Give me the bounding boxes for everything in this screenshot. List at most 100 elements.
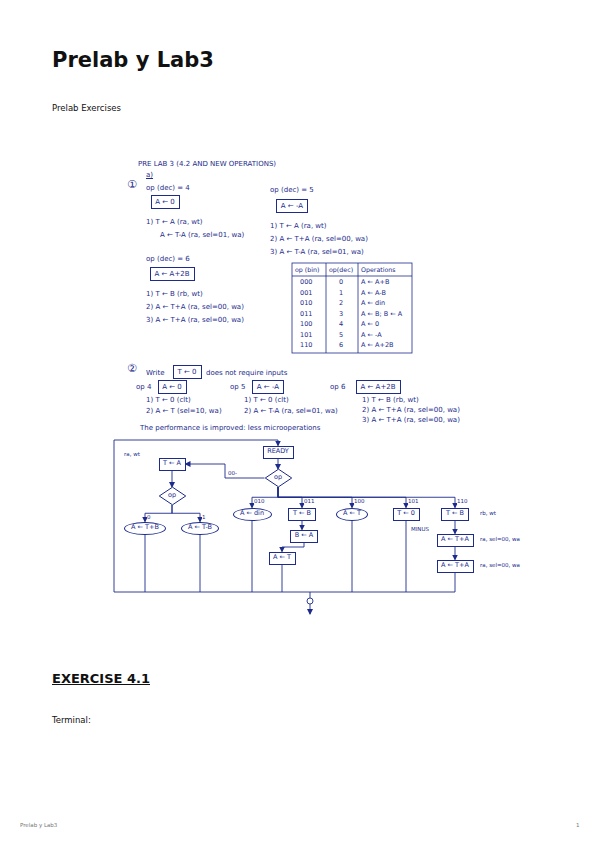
label-text: Write bbox=[146, 369, 164, 377]
flow-connector bbox=[278, 459, 279, 470]
node-text: T ← B bbox=[293, 510, 311, 517]
label-text: ra, wt bbox=[124, 451, 140, 457]
label-text: 2) A ← T+A (ra, sel=00, wa) bbox=[270, 235, 368, 243]
label-text: A ← B; B ← A bbox=[361, 311, 402, 318]
label-text: 4 bbox=[339, 321, 343, 328]
node-text: A ← A+2B bbox=[360, 383, 395, 391]
label-text: 101 bbox=[300, 332, 312, 339]
label-text: 2) A ← T-A (ra, sel=01, wa) bbox=[244, 407, 338, 415]
terminal-oval: A ← T-B bbox=[181, 522, 219, 535]
edge-label: 00- bbox=[228, 470, 237, 476]
node-text: A ← 0 bbox=[155, 198, 175, 206]
label-text: 1 bbox=[339, 290, 343, 297]
label-text: 2) A ← T+A (ra, sel=00, wa) bbox=[362, 406, 460, 414]
node-text: B ← A bbox=[295, 532, 313, 539]
label-text: op (dec) = 4 bbox=[146, 184, 190, 192]
label-text: A ← din bbox=[361, 300, 385, 307]
label-text: ② bbox=[127, 363, 137, 376]
merge-line bbox=[282, 565, 283, 593]
label-text: 2) A ← T (sel=10, wa) bbox=[146, 407, 222, 415]
label-text: The performance is improved: less microo… bbox=[140, 424, 320, 432]
edge-label: 100 bbox=[354, 498, 365, 504]
node-text: READY bbox=[267, 448, 289, 455]
label-text: 1) T ← B (rb, wt) bbox=[362, 396, 419, 404]
label-text: 0 bbox=[339, 279, 343, 286]
label-text: a) bbox=[146, 171, 153, 179]
label-text: 2) A ← T+A (ra, sel=00, wa) bbox=[146, 303, 244, 311]
label-text: op (bin) bbox=[295, 266, 320, 273]
label-text: op 4 bbox=[136, 383, 151, 391]
label-text: A ← -A bbox=[361, 332, 382, 339]
merge-drop bbox=[310, 592, 311, 598]
process-box: A ← T bbox=[269, 552, 296, 565]
flow-connector bbox=[252, 487, 278, 508]
label-text: 1) T ← A (ra, wt) bbox=[146, 218, 203, 226]
edge-label: 1 bbox=[202, 514, 206, 520]
flow-connector bbox=[302, 521, 303, 530]
label-text: op 6 bbox=[330, 383, 345, 391]
label-text: op 5 bbox=[230, 383, 245, 391]
loop-back-line bbox=[114, 440, 278, 592]
merge-line bbox=[252, 521, 253, 593]
label-text: A ← 0 bbox=[361, 321, 379, 328]
label-text: EXERCISE 4.1 bbox=[52, 672, 150, 687]
merge-line bbox=[145, 535, 146, 593]
edge-label: 110 bbox=[457, 498, 468, 504]
label-text: Operations bbox=[361, 266, 396, 273]
label-text: op(dec) bbox=[329, 266, 353, 273]
label-text: 1) T ← B (rb, wt) bbox=[146, 290, 203, 298]
merge-bus bbox=[145, 592, 455, 593]
node-text: A ← T+B bbox=[131, 524, 159, 531]
node-text: A ← 0 bbox=[162, 383, 182, 391]
node-text: A ← -A bbox=[257, 383, 279, 391]
label-text: 6 bbox=[339, 342, 343, 349]
node-text: A ← T+A bbox=[441, 536, 469, 543]
label-text: does not require inputs bbox=[206, 369, 287, 377]
process-box: A ← A+2B bbox=[150, 267, 195, 281]
process-box: B ← A bbox=[290, 530, 318, 543]
label-text: op (dec) = 6 bbox=[146, 255, 190, 263]
label-text: ra, sel=00, wa bbox=[480, 562, 520, 568]
label-text: 000 bbox=[300, 279, 312, 286]
merge-line bbox=[406, 521, 407, 593]
label-text: PRE LAB 3 (4.2 AND NEW OPERATIONS) bbox=[138, 160, 276, 168]
node-text: T ← A bbox=[163, 460, 181, 467]
process-box: T ← B bbox=[288, 508, 316, 521]
label-text: A ← A-B bbox=[361, 290, 386, 297]
label-text: 3) A ← T+A (ra, sel=00, wa) bbox=[362, 416, 460, 424]
node-text: T ← 0 bbox=[177, 368, 196, 376]
flow-connector bbox=[172, 471, 173, 488]
label-text: 010 bbox=[300, 300, 312, 307]
label-text: 1) T ← 0 (clt) bbox=[244, 396, 289, 404]
process-box: T ← A bbox=[159, 458, 186, 471]
node-text: A ← T bbox=[343, 510, 361, 517]
connector-circle bbox=[307, 598, 313, 604]
edge-label: 010 bbox=[254, 498, 265, 504]
process-box: T ← 0 bbox=[393, 508, 420, 521]
edge-label: 0 bbox=[147, 514, 151, 520]
label-text: A ← A+2B bbox=[361, 342, 394, 349]
terminal-oval: A ← T bbox=[336, 508, 368, 521]
label-text: 2 bbox=[339, 300, 343, 307]
label-text: 011 bbox=[300, 311, 312, 318]
label-text: 110 bbox=[300, 342, 312, 349]
exit-arrow bbox=[310, 604, 311, 614]
flow-connector bbox=[172, 505, 200, 522]
label-text: 100 bbox=[300, 321, 312, 328]
process-box: A ← T+A bbox=[437, 534, 474, 547]
label-text: A ← A+B bbox=[361, 279, 389, 286]
label-text: 5 bbox=[339, 332, 343, 339]
flow-connector bbox=[186, 464, 265, 478]
label-text: rb, wt bbox=[480, 510, 496, 516]
process-box: A ← A+2B bbox=[356, 380, 401, 394]
process-box: T ← 0 bbox=[173, 365, 202, 379]
node-text: A ← A+2B bbox=[154, 270, 189, 278]
decision-diamond: op bbox=[265, 469, 292, 487]
node-text: A ← din bbox=[240, 510, 264, 517]
label-text: Prelab Exercises bbox=[52, 104, 121, 114]
flow-connector bbox=[455, 547, 456, 560]
node-text: A ← T bbox=[273, 554, 291, 561]
node-text: T ← B bbox=[446, 510, 464, 517]
label-text: ra, sel=00, wa bbox=[480, 536, 520, 542]
label-text: 1 bbox=[576, 822, 580, 828]
